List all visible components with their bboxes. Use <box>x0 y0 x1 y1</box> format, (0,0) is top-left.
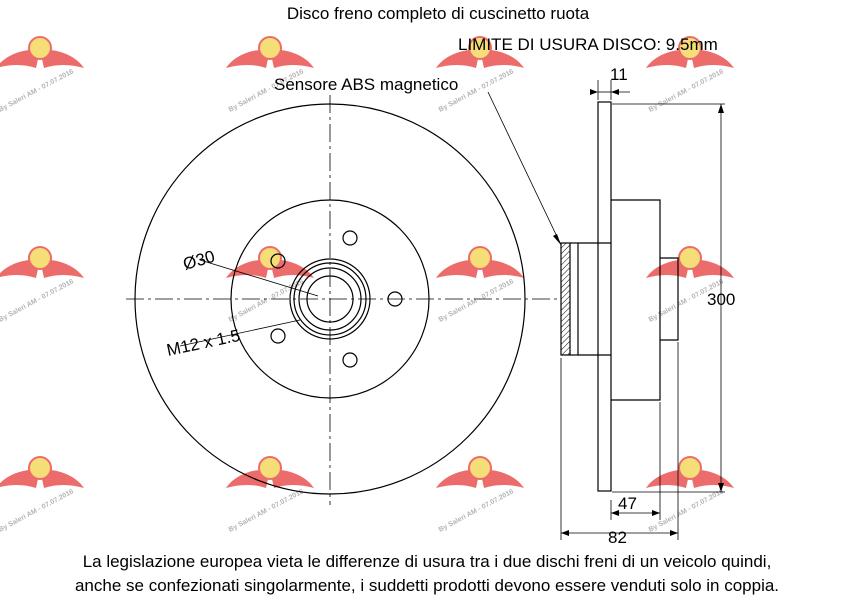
front-leaders <box>179 259 319 347</box>
hat-section <box>611 199 661 401</box>
abs-ring <box>560 242 571 356</box>
total-width-label: 82 <box>608 528 627 547</box>
watermark-logo-9: By Saleri AM - 07.07.2016 <box>0 456 84 534</box>
bolt-hole-left-upper <box>270 253 286 269</box>
svg-text:By Saleri AM - 07.07.2016: By Saleri AM - 07.07.2016 <box>648 488 725 534</box>
disc-section <box>597 101 612 492</box>
bore-diameter-label: Ø30 <box>181 247 217 274</box>
watermark-logo-1: By Saleri AM - 07.07.2016 <box>0 36 84 114</box>
svg-text:By Saleri AM - 07.07.2016: By Saleri AM - 07.07.2016 <box>228 278 305 324</box>
svg-text:By Saleri AM - 07.07.2016: By Saleri AM - 07.07.2016 <box>438 488 515 534</box>
bolt-hole-left-lower <box>270 328 286 344</box>
abs-sensor-label: Sensore ABS magnetico <box>274 75 458 94</box>
watermark-logo-5: By Saleri AM - 07.07.2016 <box>0 246 84 324</box>
hub-offset-label: 47 <box>618 494 637 513</box>
wear-limit-label: LIMITE DI USURA DISCO: 9.5mm <box>458 35 718 54</box>
svg-text:By Saleri AM - 07.07.2016: By Saleri AM - 07.07.2016 <box>438 278 515 324</box>
dimension-arrows <box>553 89 724 536</box>
svg-text:By Saleri AM - 07.07.2016: By Saleri AM - 07.07.2016 <box>0 68 75 114</box>
svg-text:By Saleri AM - 07.07.2016: By Saleri AM - 07.07.2016 <box>0 278 75 324</box>
watermark-logo-11: By Saleri AM - 07.07.2016 <box>436 456 524 534</box>
bolt-hole-bottom <box>342 352 358 368</box>
watermark-logo-7: By Saleri AM - 07.07.2016 <box>436 246 524 324</box>
diameter-label: 300 <box>707 290 735 309</box>
svg-text:By Saleri AM - 07.07.2016: By Saleri AM - 07.07.2016 <box>228 488 305 534</box>
watermark-logo-10: By Saleri AM - 07.07.2016 <box>226 456 314 534</box>
thread-label: M12 x 1.5 <box>165 326 242 360</box>
hub-section <box>660 257 679 341</box>
legal-note-line-1: La legislazione europea vieta le differe… <box>82 552 772 571</box>
center-lines <box>126 95 560 505</box>
legal-note-line-2: anche se confezionati singolarmente, i s… <box>74 576 780 595</box>
svg-text:By Saleri AM - 07.07.2016: By Saleri AM - 07.07.2016 <box>648 68 725 114</box>
dimension-lines <box>487 80 725 540</box>
svg-text:By Saleri AM - 07.07.2016: By Saleri AM - 07.07.2016 <box>0 488 75 534</box>
drawing-title: Disco freno completo di cuscinetto ruota <box>287 4 590 23</box>
side-view <box>560 101 679 492</box>
bolt-hole-top <box>342 230 358 246</box>
thickness-label: 11 <box>610 65 628 84</box>
